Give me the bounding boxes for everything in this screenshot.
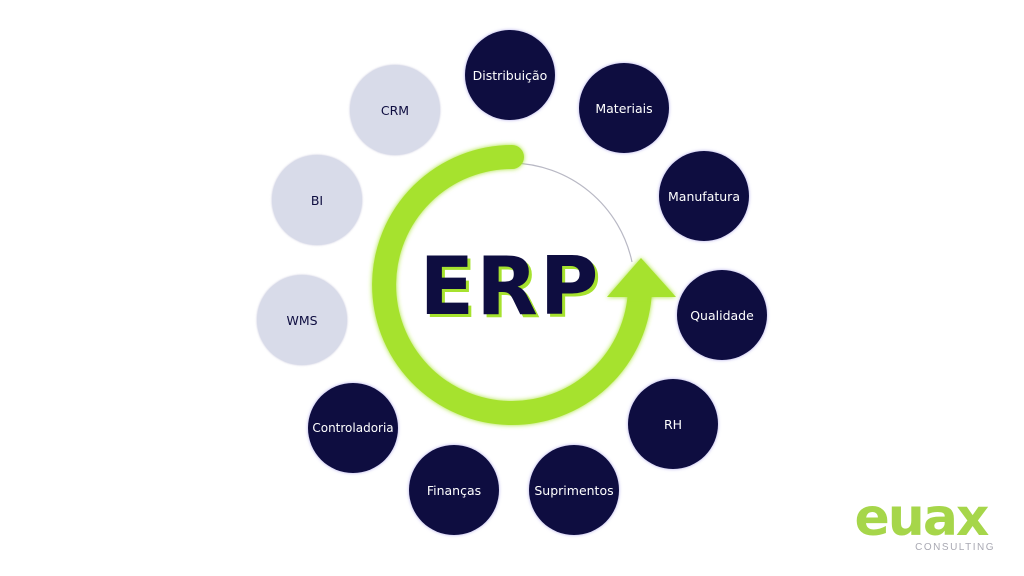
logo-tagline: CONSULTING — [915, 542, 995, 553]
module-bi[interactable]: BI — [272, 155, 362, 245]
module-label: CRM — [380, 102, 410, 118]
module-label: Materiais — [595, 100, 653, 116]
module-controladoria[interactable]: Controladoria — [308, 383, 398, 473]
module-wms[interactable]: WMS — [257, 275, 347, 365]
module-label: WMS — [286, 312, 318, 328]
logo-wordmark: euax — [854, 488, 990, 548]
module-label: Suprimentos — [534, 482, 614, 498]
module-suprimentos[interactable]: Suprimentos — [529, 445, 619, 535]
module-manufatura[interactable]: Manufatura — [659, 151, 749, 241]
module-crm[interactable]: CRM — [350, 65, 440, 155]
module-label: Qualidade — [690, 307, 754, 323]
module-qualidade[interactable]: Qualidade — [677, 270, 767, 360]
euax-logo: euax CONSULTING — [845, 488, 997, 553]
module-label: Manufatura — [668, 188, 740, 204]
module-label: Distribuição — [472, 67, 548, 83]
module-financas[interactable]: Finanças — [409, 445, 499, 535]
module-label: RH — [663, 416, 683, 432]
erp-title: ERP — [419, 240, 601, 333]
module-label: Finanças — [426, 482, 482, 498]
module-label: BI — [310, 192, 324, 208]
module-materiais[interactable]: Materiais — [579, 63, 669, 153]
module-distribuicao[interactable]: Distribuição — [465, 30, 555, 120]
module-label: Controladoria — [312, 421, 394, 435]
module-rh[interactable]: RH — [628, 379, 718, 469]
